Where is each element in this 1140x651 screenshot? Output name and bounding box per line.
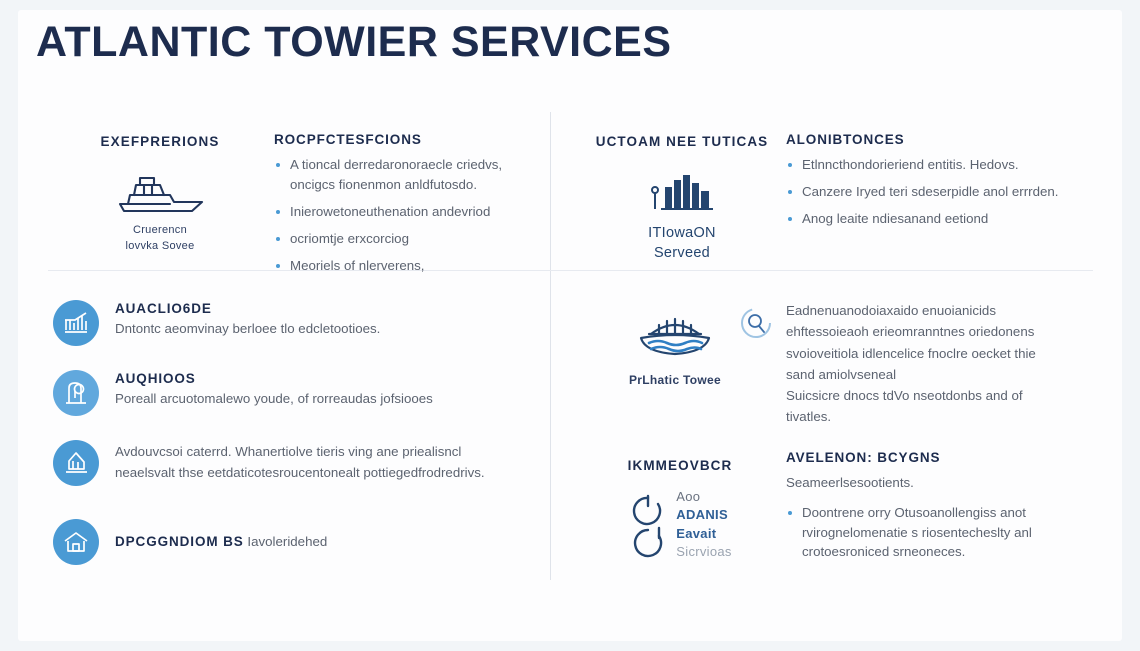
bridge-logo-group: PrLhatic Towee <box>615 312 735 388</box>
list-item: Inierowetoneuthenation andevriod <box>274 202 534 222</box>
skyline-logo-group: ITIowaON Serveed <box>578 169 786 262</box>
paragraph-line: Suicsicre dnocs tdVo nseotdonbs and of <box>786 388 1023 404</box>
bottom-right-mid-label: IKMMEOVBCR <box>627 458 733 473</box>
feature-row-1: AUACLIO6DE Dntontc aeomvinay berloee tlo… <box>53 300 523 346</box>
top-left-bullet-list: A tioncal derredaronoraecle criedvs, onc… <box>274 155 534 276</box>
ring-caption-line3: Eavait <box>676 525 717 541</box>
ring-logo-block: IKMMEOVBCR Aoo ADANIS Eavait Sicrvioas <box>600 458 760 560</box>
tugboat-caption-line2: lovvka Sovee <box>125 239 195 252</box>
bridge-caption: PrLhatic Towee <box>629 373 721 387</box>
top-right-logo-block: UCTOAM NEE TUTICAS ITIowaON Serveed <box>578 134 786 262</box>
horizontal-divider <box>48 270 1093 271</box>
page-title: ATLANTIC TOWIER SERVICES <box>36 18 672 66</box>
bottom-right-section: AVELENON: BCYGNS Seameerlsesootients. Do… <box>786 450 1086 569</box>
top-right-section-heading: ALONIBTONCES <box>786 132 905 147</box>
feature-row-3-body: Avdouvcsoi caterrd. Whanertiolve tieris … <box>115 444 485 480</box>
courthouse-icon <box>53 440 99 486</box>
feature-row-1-heading: AUACLIO6DE <box>115 301 212 316</box>
two-rings-icon <box>633 494 663 557</box>
list-item: Meoriels of nlerverens, <box>274 256 534 276</box>
top-left-label: EXEFPRERIONS <box>100 134 220 149</box>
feature-row-4-text: DPCGGNDIOM BS Iavoleridehed <box>115 532 327 553</box>
feature-row-2: AUQHIOOS Poreall arcuotomalewo youde, of… <box>53 370 523 416</box>
top-left-logo-block: EXEFPRERIONS Cruerencn lovvka Sovee <box>60 134 260 254</box>
feature-row-2-text: AUQHIOOS Poreall arcuotomalewo youde, of… <box>115 370 433 410</box>
feature-row-2-heading: AUQHIOOS <box>115 371 196 386</box>
top-right-label: UCTOAM NEE TUTICAS <box>595 134 769 149</box>
paragraph-line: ehftessoieaoh erieomranntnes oriedonens <box>786 324 1035 340</box>
ring-logo-group: Aoo ADANIS Eavait Sicrvioas <box>600 487 760 560</box>
skyline-caption-line2: Serveed <box>653 245 711 262</box>
magnifier-circle-icon <box>741 308 771 338</box>
list-item: Etlnncthondorieriend entitis. Hedovs. <box>786 155 1086 175</box>
feature-row-4: DPCGGNDIOM BS Iavoleridehed <box>53 519 513 565</box>
feature-row-4-body: Iavoleridehed <box>247 533 328 549</box>
ring-caption-line4: Sicrvioas <box>676 543 732 559</box>
feature-row-3: Avdouvcsoi caterrd. Whanertiolve tieris … <box>53 440 513 486</box>
top-right-bullet-list: Etlnncthondorieriend entitis. Hedovs. Ca… <box>786 155 1086 229</box>
paragraph-line: svoioveitiola idlencelice fnoclre oecket… <box>786 345 1036 361</box>
tugboat-logo-group: Cruerencn lovvka Sovee <box>60 173 260 254</box>
vertical-divider <box>550 112 551 580</box>
feature-row-1-body: Dntontc aeomvinay berloee tlo edcletooti… <box>115 321 381 336</box>
tugboat-icon <box>118 176 204 213</box>
paragraph-line: tivatles. <box>786 409 832 425</box>
feature-row-4-heading: DPCGGNDIOM BS <box>115 533 244 549</box>
bank-chart-icon <box>53 300 99 346</box>
house-icon <box>53 519 99 565</box>
ring-caption-line1: Aoo <box>676 489 701 504</box>
list-item: Anog leaite ndiesanand eetiond <box>786 209 1086 229</box>
feature-row-2-body: Poreall arcuotomalewo youde, of rorreaud… <box>115 391 433 406</box>
city-skyline-icon <box>651 175 713 210</box>
list-item: Canzere Iryed teri sdeserpidle anol errr… <box>786 182 1086 202</box>
bridge-waves-icon <box>639 317 711 356</box>
skyline-caption-line1: ITIowaON <box>648 225 716 241</box>
monument-lock-icon <box>53 370 99 416</box>
bottom-right-subtitle: Seameerlsesootients. <box>786 475 914 490</box>
paragraph-line: sand amiolvseneal <box>786 366 897 382</box>
paragraph-line: Eadnenuanodoiaxaido enuoianicids <box>786 303 996 318</box>
feature-row-1-text: AUACLIO6DE Dntontc aeomvinay berloee tlo… <box>115 300 380 340</box>
bottom-right-bullet-list: Doontrene orry Otusoanollengiss anot rvi… <box>786 503 1086 563</box>
content-card <box>18 10 1122 641</box>
ring-caption-line2: ADANIS <box>676 507 728 523</box>
list-item: A tioncal derredaronoraecle criedvs, onc… <box>274 155 534 195</box>
top-left-section: ROCPFCTESFCIONS A tioncal derredaronorae… <box>274 132 534 283</box>
tugboat-caption-line1: Cruerencn <box>132 224 188 236</box>
magnifier-circle-wrap <box>738 305 774 346</box>
bottom-right-section-heading: AVELENON: BCYGNS <box>786 450 941 465</box>
list-item: Doontrene orry Otusoanollengiss anot rvi… <box>786 503 1086 563</box>
bottom-right-paragraph: Eadnenuanodoiaxaido enuoianicids ehftess… <box>786 300 1086 428</box>
list-item: ocriomtje erxcorciog <box>274 229 534 249</box>
top-left-section-heading: ROCPFCTESFCIONS <box>274 132 422 147</box>
ring-logo-caption: Aoo ADANIS Eavait Sicrvioas <box>676 487 731 560</box>
top-right-section: ALONIBTONCES Etlnncthondorieriend entiti… <box>786 132 1086 236</box>
feature-row-3-text: Avdouvcsoi caterrd. Whanertiolve tieris … <box>115 440 513 483</box>
